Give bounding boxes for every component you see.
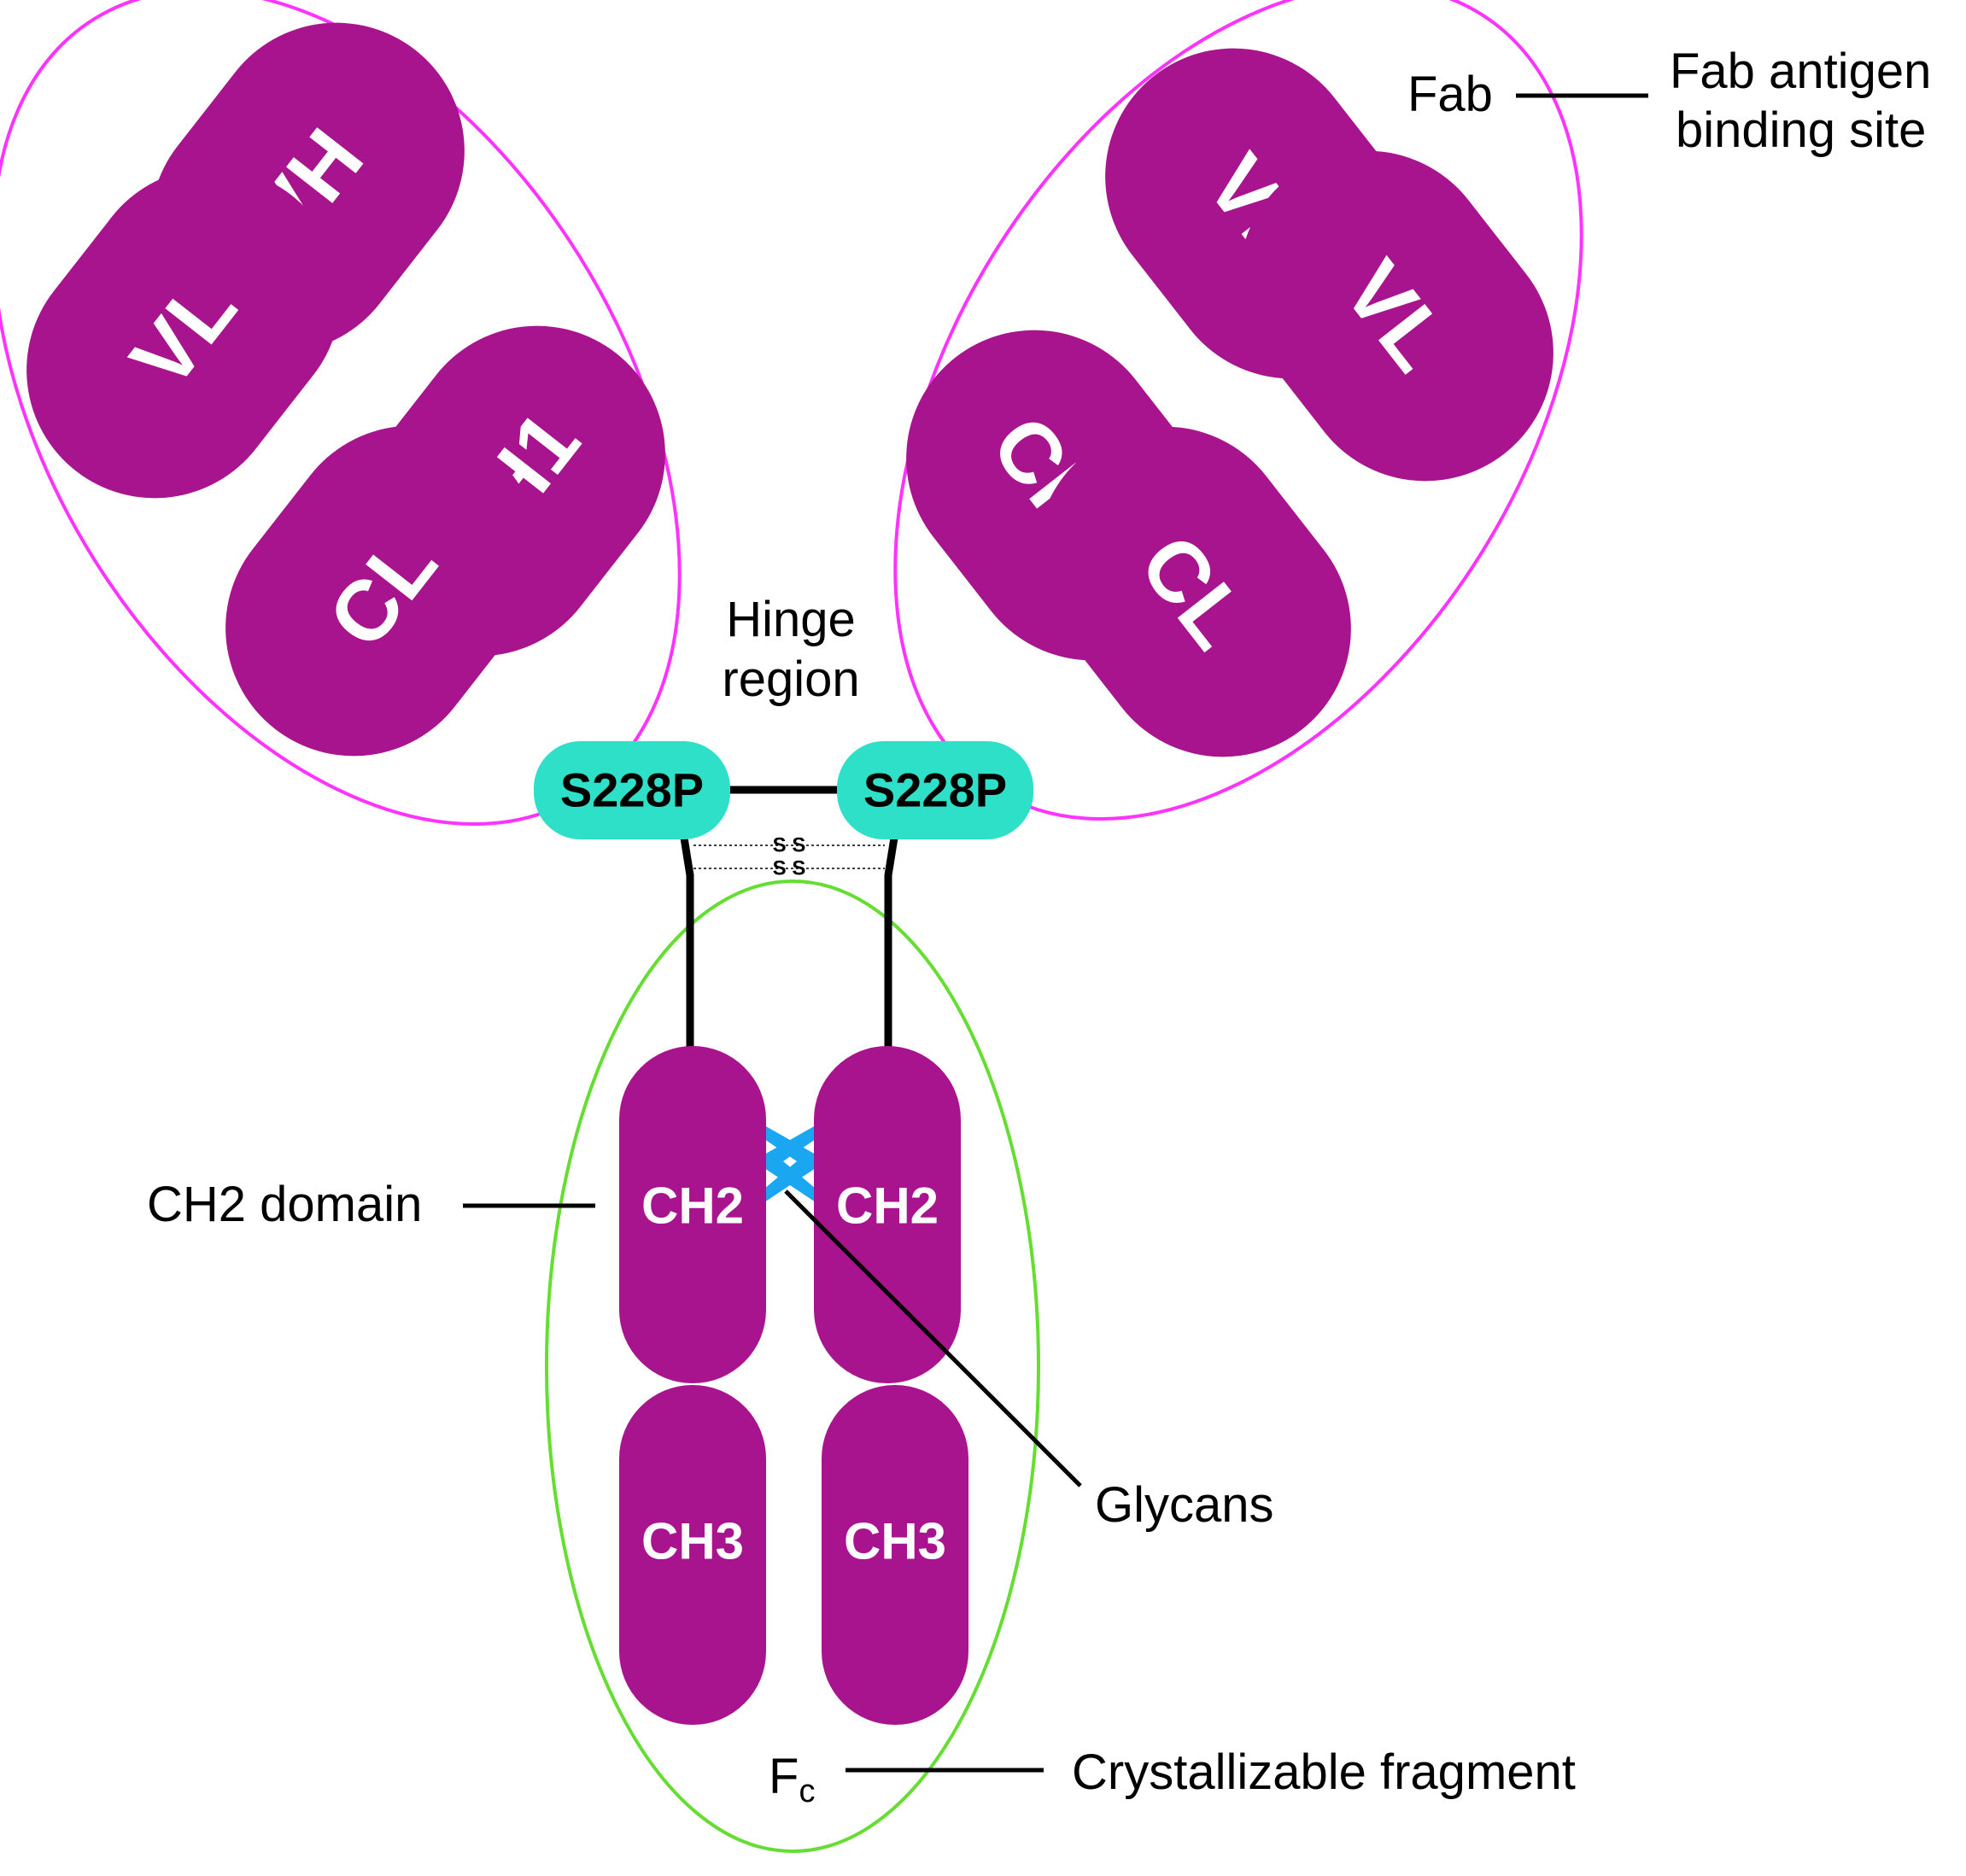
left-cl-domain: CL — [225, 425, 540, 757]
fc-region: CH2 CH2 CH3 CH3 Fc — [619, 1046, 968, 1809]
right-ch2-domain: CH2 — [814, 1046, 961, 1383]
right-s228p-badge — [837, 741, 1033, 839]
left-ch3-label: CH3 — [641, 1513, 744, 1570]
right-ch2-label: CH2 — [836, 1178, 939, 1235]
left-fab: VH VL CH1 CL — [26, 22, 665, 757]
right-s228p-label: S228P — [863, 763, 1007, 817]
left-s228p-label: S228P — [560, 763, 704, 817]
annotations: Fab Fab antigen binding site CH2 domain … — [147, 44, 1931, 1800]
crystallizable-label: Crystallizable fragment — [1072, 1745, 1576, 1800]
fc-label-main: F — [769, 1749, 799, 1804]
fc-outline — [545, 880, 1040, 1853]
glycans-leader — [784, 1189, 1082, 1487]
fc-label: Fc — [769, 1749, 815, 1809]
fab-site-label-line2: binding site — [1676, 102, 1926, 158]
disulfide-bond-bottom: S S — [773, 857, 806, 880]
hinge-label-line2: region — [722, 652, 859, 707]
right-heavy-chain-link — [884, 828, 899, 1050]
left-ch3-domain: CH3 — [619, 1385, 766, 1725]
right-ch3-domain: CH3 — [822, 1385, 968, 1725]
glycans-label: Glycans — [1095, 1477, 1274, 1533]
left-s228p-badge — [534, 741, 730, 839]
glycan-right-shape — [764, 1125, 816, 1202]
right-vl-domain: VL — [1239, 150, 1553, 482]
fc-label-sub: c — [799, 1774, 815, 1809]
right-cl-domain: CL — [1037, 426, 1351, 757]
left-ch2-domain: CH2 — [619, 1046, 766, 1383]
disulfide-bond-top: S S — [773, 834, 806, 857]
fab-label: Fab — [1407, 67, 1493, 122]
right-fab: VH VL CH1 CL — [906, 48, 1553, 757]
left-vl-domain: VL — [26, 167, 341, 499]
left-heavy-chain-link — [679, 828, 694, 1050]
glycans — [764, 1125, 816, 1202]
left-ch2-label: CH2 — [641, 1178, 744, 1235]
right-ch3-label: CH3 — [844, 1513, 946, 1570]
glycan-left-shape — [764, 1125, 816, 1202]
fab-site-label-line1: Fab antigen — [1670, 44, 1931, 99]
hinge-region: S S S S S228P S228P Hinge region — [534, 592, 1033, 1050]
hinge-label-line1: Hinge — [726, 592, 856, 647]
ch2-domain-label: CH2 domain — [147, 1177, 422, 1232]
